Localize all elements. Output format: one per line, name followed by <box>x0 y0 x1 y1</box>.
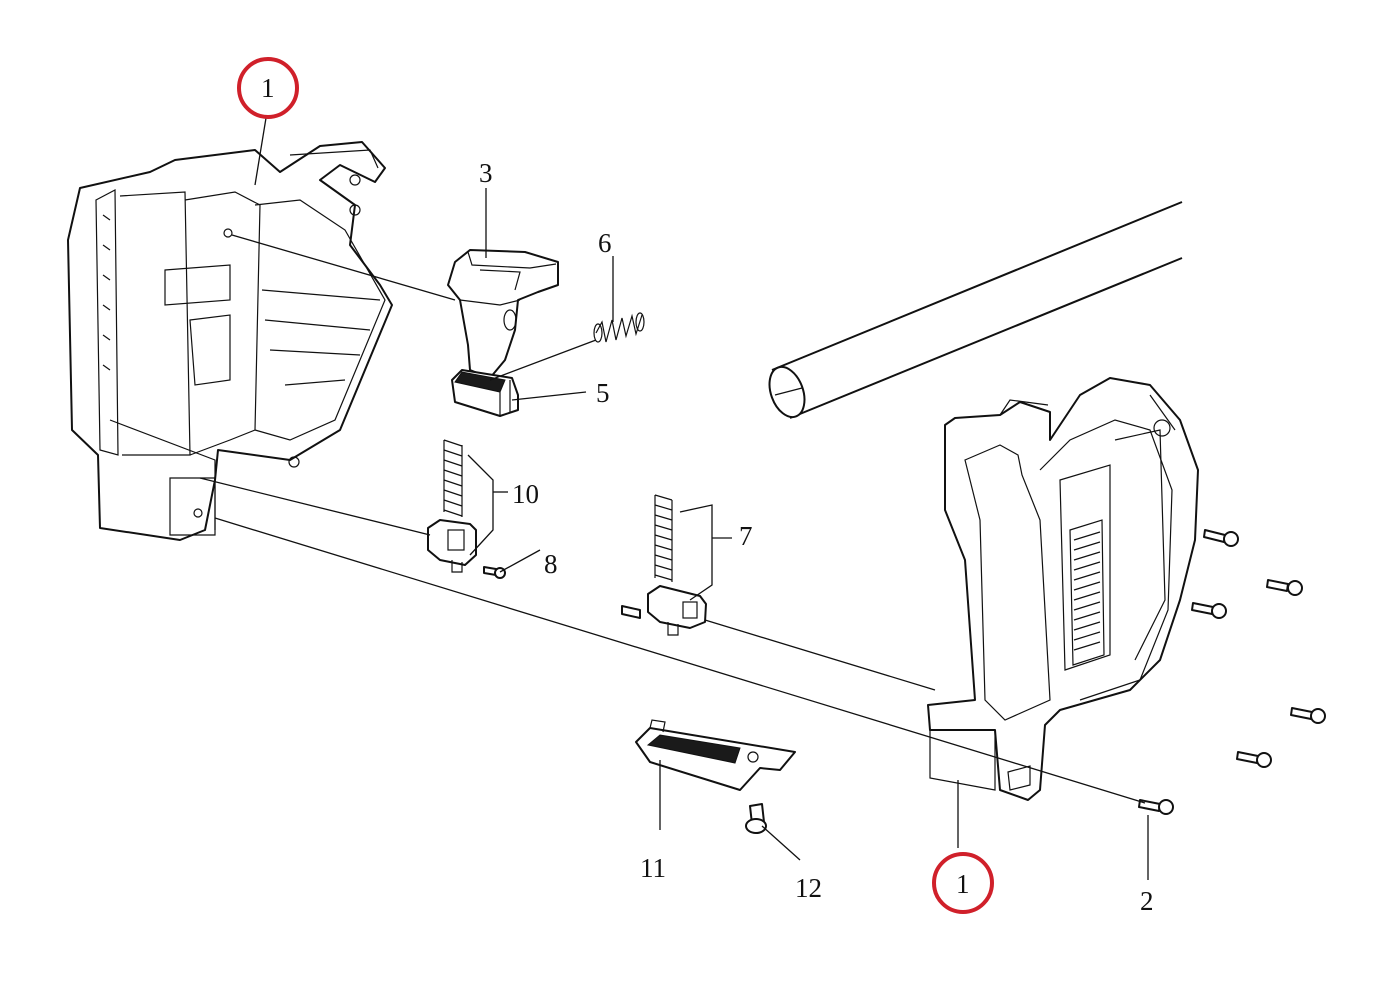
label-part-7: 7 <box>739 521 753 551</box>
label-part-1-top: 1 <box>261 73 275 103</box>
vent-grille <box>1069 519 1105 666</box>
label-part-1-bottom: 1 <box>956 869 970 899</box>
label-part-11: 11 <box>640 853 666 883</box>
label-part-6: 6 <box>598 228 612 258</box>
label-part-5: 5 <box>596 378 610 408</box>
part-8-screw <box>483 566 506 579</box>
part-11-cover-plate <box>635 719 796 791</box>
label-part-10: 10 <box>512 479 539 509</box>
highlight-ring-top <box>237 57 299 119</box>
part-7-spring-bracket <box>621 494 707 636</box>
part-5-block <box>451 369 519 417</box>
left-housing-half <box>67 141 393 541</box>
part-6-spring <box>593 312 645 343</box>
label-part-3: 3 <box>479 158 493 188</box>
highlight-ring-bottom <box>932 852 994 914</box>
right-housing-half <box>927 377 1199 801</box>
assembly-lines <box>199 117 1149 880</box>
part-3-latch <box>447 249 559 379</box>
part-12-screw <box>745 803 767 834</box>
label-part-2: 2 <box>1140 886 1154 916</box>
label-part-12: 12 <box>795 873 822 903</box>
label-part-8: 8 <box>544 549 558 579</box>
part-10-spring-bracket <box>427 439 477 573</box>
tube <box>768 201 1183 419</box>
